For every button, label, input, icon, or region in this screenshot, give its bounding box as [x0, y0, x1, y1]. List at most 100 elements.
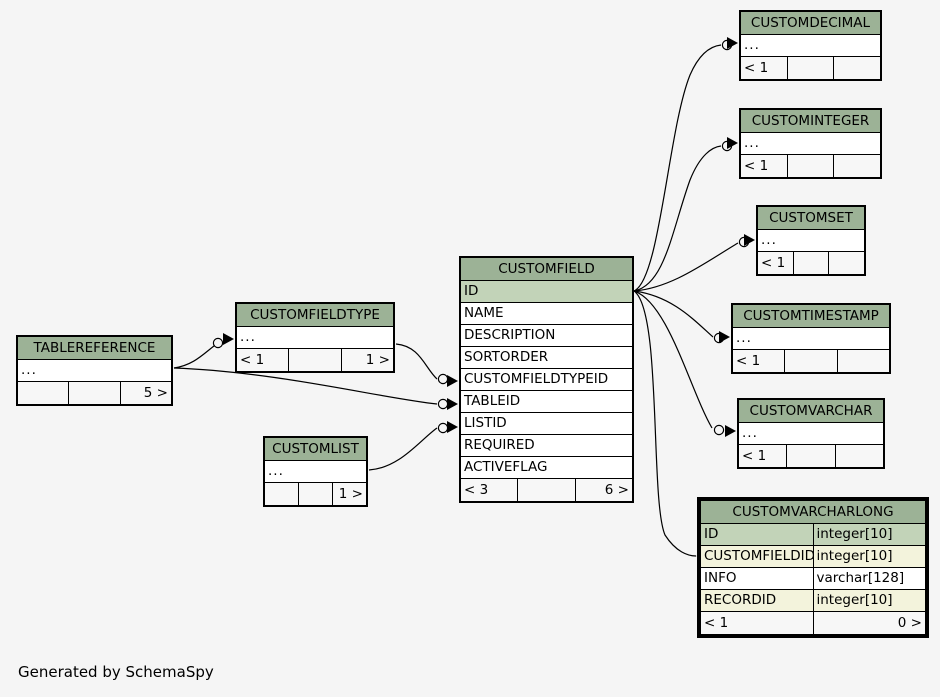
column-name: ID	[700, 523, 814, 546]
footer-parent-count[interactable]	[16, 381, 70, 405]
column-row[interactable]: ...	[732, 327, 890, 350]
table-node-customdecimal[interactable]: CUSTOMDECIMAL...< 1	[739, 10, 882, 81]
footer-spacer	[784, 349, 838, 373]
footer-parent-count[interactable]: < 1	[235, 348, 290, 372]
table-footer: < 1	[740, 154, 881, 178]
table-name: CUSTOMTIMESTAMP	[732, 304, 890, 328]
footer-parent-count[interactable]: < 1	[740, 56, 788, 80]
table-header-custominteger: CUSTOMINTEGER	[740, 109, 881, 133]
footer-parent-count[interactable]: < 3	[459, 478, 519, 502]
footer-child-count[interactable]	[836, 349, 891, 373]
column-row[interactable]: SORTORDER	[460, 346, 633, 369]
column-name: ...	[17, 359, 172, 382]
rel-customfield-customset	[633, 234, 755, 292]
cardinality-zero-circle	[437, 398, 449, 410]
arrowhead	[727, 137, 738, 149]
rel-tableref-customfield-tableid	[173, 367, 458, 410]
rel-tableref-customfieldtype	[173, 333, 234, 369]
cardinality-zero-circle	[721, 140, 733, 152]
edge-line	[633, 145, 722, 292]
table-name: CUSTOMDECIMAL	[740, 11, 881, 35]
footer-parent-count[interactable]: < 1	[757, 251, 794, 275]
footer-child-count[interactable]	[834, 444, 885, 468]
column-type: varchar[128]	[812, 567, 926, 590]
generated-by-label: Generated by SchemaSpy	[18, 663, 214, 681]
table-node-customtimestamp[interactable]: CUSTOMTIMESTAMP...< 1	[731, 303, 891, 374]
table-name: CUSTOMLIST	[264, 437, 367, 461]
footer-spacer	[298, 482, 333, 506]
footer-parent-count[interactable]: < 1	[737, 444, 788, 468]
edge-line	[633, 242, 739, 292]
footer-child-count[interactable]: 0 >	[812, 611, 926, 635]
footer-parent-count[interactable]: < 1	[700, 611, 814, 635]
table-node-customlist[interactable]: CUSTOMLIST...1 >	[263, 436, 368, 507]
footer-spacer	[68, 381, 121, 405]
table-node-tablereference[interactable]: TABLEREFERENCE...5 >	[16, 335, 173, 406]
column-row[interactable]: ...	[738, 422, 884, 445]
column-row[interactable]: ...	[17, 359, 172, 382]
table-header-customfieldtype: CUSTOMFIELDTYPE	[236, 303, 394, 327]
table-header-tablereference: TABLEREFERENCE	[17, 336, 172, 360]
column-row[interactable]: REQUIRED	[460, 434, 633, 457]
table-footer: 5 >	[16, 381, 173, 405]
arrowhead	[727, 37, 738, 49]
cardinality-zero-circle	[721, 39, 733, 51]
footer-parent-count[interactable]	[264, 482, 299, 506]
edge-line	[368, 427, 438, 471]
column-row[interactable]: ACTIVEFLAG	[460, 456, 633, 479]
footer-spacer	[517, 478, 576, 502]
column-name: ...	[740, 34, 881, 57]
column-name: REQUIRED	[460, 434, 633, 457]
column-row[interactable]: TABLEID	[460, 390, 633, 413]
footer-spacer	[786, 154, 835, 178]
column-name: ...	[738, 422, 884, 445]
footer-spacer	[786, 444, 836, 468]
arrowhead	[447, 398, 458, 410]
edge-line	[173, 367, 438, 405]
column-row[interactable]: ...	[740, 34, 881, 57]
column-row[interactable]: NAME	[460, 302, 633, 325]
column-row[interactable]: ...	[740, 132, 881, 155]
column-row[interactable]: DESCRIPTION	[460, 324, 633, 347]
rel-customfield-custominteger	[633, 137, 738, 292]
table-node-custominteger[interactable]: CUSTOMINTEGER...< 1	[739, 108, 882, 179]
arrowhead	[744, 234, 755, 246]
table-node-customset[interactable]: CUSTOMSET...< 1	[756, 205, 866, 276]
table-node-customvarchar[interactable]: CUSTOMVARCHAR...< 1	[737, 398, 885, 469]
column-row[interactable]: LISTID	[460, 412, 633, 435]
footer-child-count[interactable]: 5 >	[119, 381, 173, 405]
column-row[interactable]: ...	[264, 460, 367, 483]
cardinality-zero-circle	[437, 422, 449, 434]
footer-parent-count[interactable]: < 1	[731, 349, 786, 373]
footer-child-count[interactable]: 1 >	[332, 482, 367, 506]
column-name: ...	[740, 132, 881, 155]
footer-child-count[interactable]: 6 >	[574, 478, 634, 502]
footer-child-count[interactable]: 1 >	[340, 348, 395, 372]
column-name: RECORDID	[700, 589, 814, 612]
column-name: CUSTOMFIELDTYPEID	[460, 368, 633, 391]
column-row[interactable]: ...	[757, 229, 865, 252]
rel-customfieldtype-customfield	[395, 343, 458, 387]
column-name: ...	[757, 229, 865, 252]
table-header-customfield: CUSTOMFIELD	[460, 257, 633, 281]
column-type: integer[10]	[812, 589, 926, 612]
column-name: ...	[264, 460, 367, 483]
column-row[interactable]: CUSTOMFIELDTYPEID	[460, 368, 633, 391]
footer-parent-count[interactable]: < 1	[740, 154, 788, 178]
footer-child-count[interactable]	[833, 154, 881, 178]
column-row[interactable]: ...	[236, 326, 394, 349]
rel-customfield-customtimestamp	[633, 290, 730, 344]
footer-child-count[interactable]	[828, 251, 865, 275]
footer-child-count[interactable]	[833, 56, 881, 80]
column-row[interactable]: ID	[460, 280, 633, 303]
table-name: CUSTOMINTEGER	[740, 109, 881, 133]
table-footer: < 1	[740, 56, 881, 80]
table-node-customfieldtype[interactable]: CUSTOMFIELDTYPE...< 1 1 >	[235, 302, 395, 373]
